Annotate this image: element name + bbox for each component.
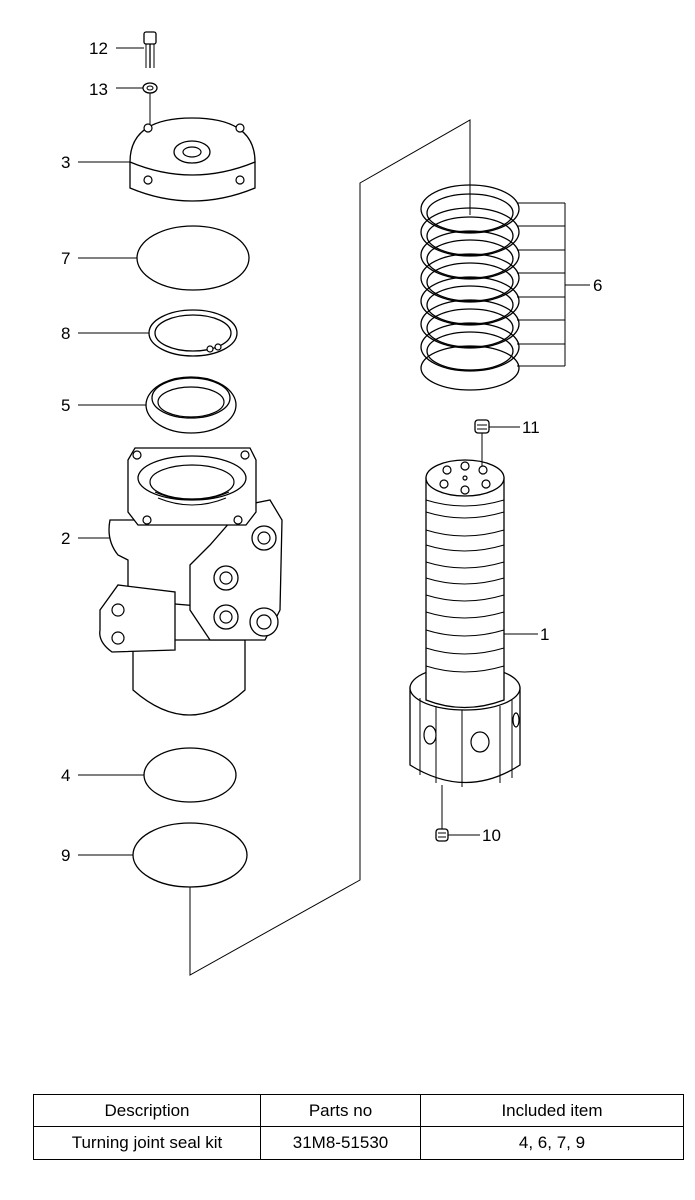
connector-line [189, 119, 471, 976]
part-11-plug [474, 419, 490, 434]
cell-description: Turning joint seal kit [33, 1126, 261, 1160]
cell-parts-no: 31M8-51530 [260, 1126, 421, 1160]
callout-3: 3 [61, 153, 70, 172]
table-header-row: Description Parts no Included item [33, 1094, 684, 1127]
turning-joint-exploded-diagram: 12 13 3 7 8 5 [61, 31, 602, 976]
cell-included-item: 4, 6, 7, 9 [420, 1126, 684, 1160]
part-2-hub [99, 447, 283, 716]
callout-11: 11 [522, 418, 540, 437]
callout-1: 1 [540, 625, 549, 644]
callout-2: 2 [61, 529, 70, 548]
part-6-ring-set [420, 184, 520, 391]
callout-12: 12 [89, 39, 108, 58]
callout-10: 10 [482, 826, 501, 845]
header-description: Description [33, 1094, 261, 1127]
callout-5: 5 [61, 396, 70, 415]
part-4-o-ring [143, 747, 237, 803]
callout-6: 6 [593, 276, 602, 295]
table-row: Turning joint seal kit 31M8-51530 4, 6, … [33, 1126, 684, 1160]
part-3-cover [129, 117, 256, 202]
part-5-seal [145, 376, 237, 434]
callout-4: 4 [61, 766, 70, 785]
part-12-bolt [143, 31, 157, 68]
seal-kit-table: Description Parts no Included item Turni… [33, 1094, 684, 1160]
part-9-o-ring [132, 822, 248, 888]
part-7-o-ring [136, 225, 250, 291]
part-10-plug [435, 828, 449, 842]
part-13-washer [142, 82, 158, 94]
callout-13: 13 [89, 80, 108, 99]
callout-9: 9 [61, 846, 70, 865]
part-8-snap-ring [148, 309, 238, 357]
callout-8: 8 [61, 324, 70, 343]
header-included-item: Included item [420, 1094, 684, 1127]
callout-7: 7 [61, 249, 70, 268]
header-parts-no: Parts no [260, 1094, 421, 1127]
part-1-shaft [409, 459, 521, 787]
callout-6-bracket [517, 202, 590, 367]
